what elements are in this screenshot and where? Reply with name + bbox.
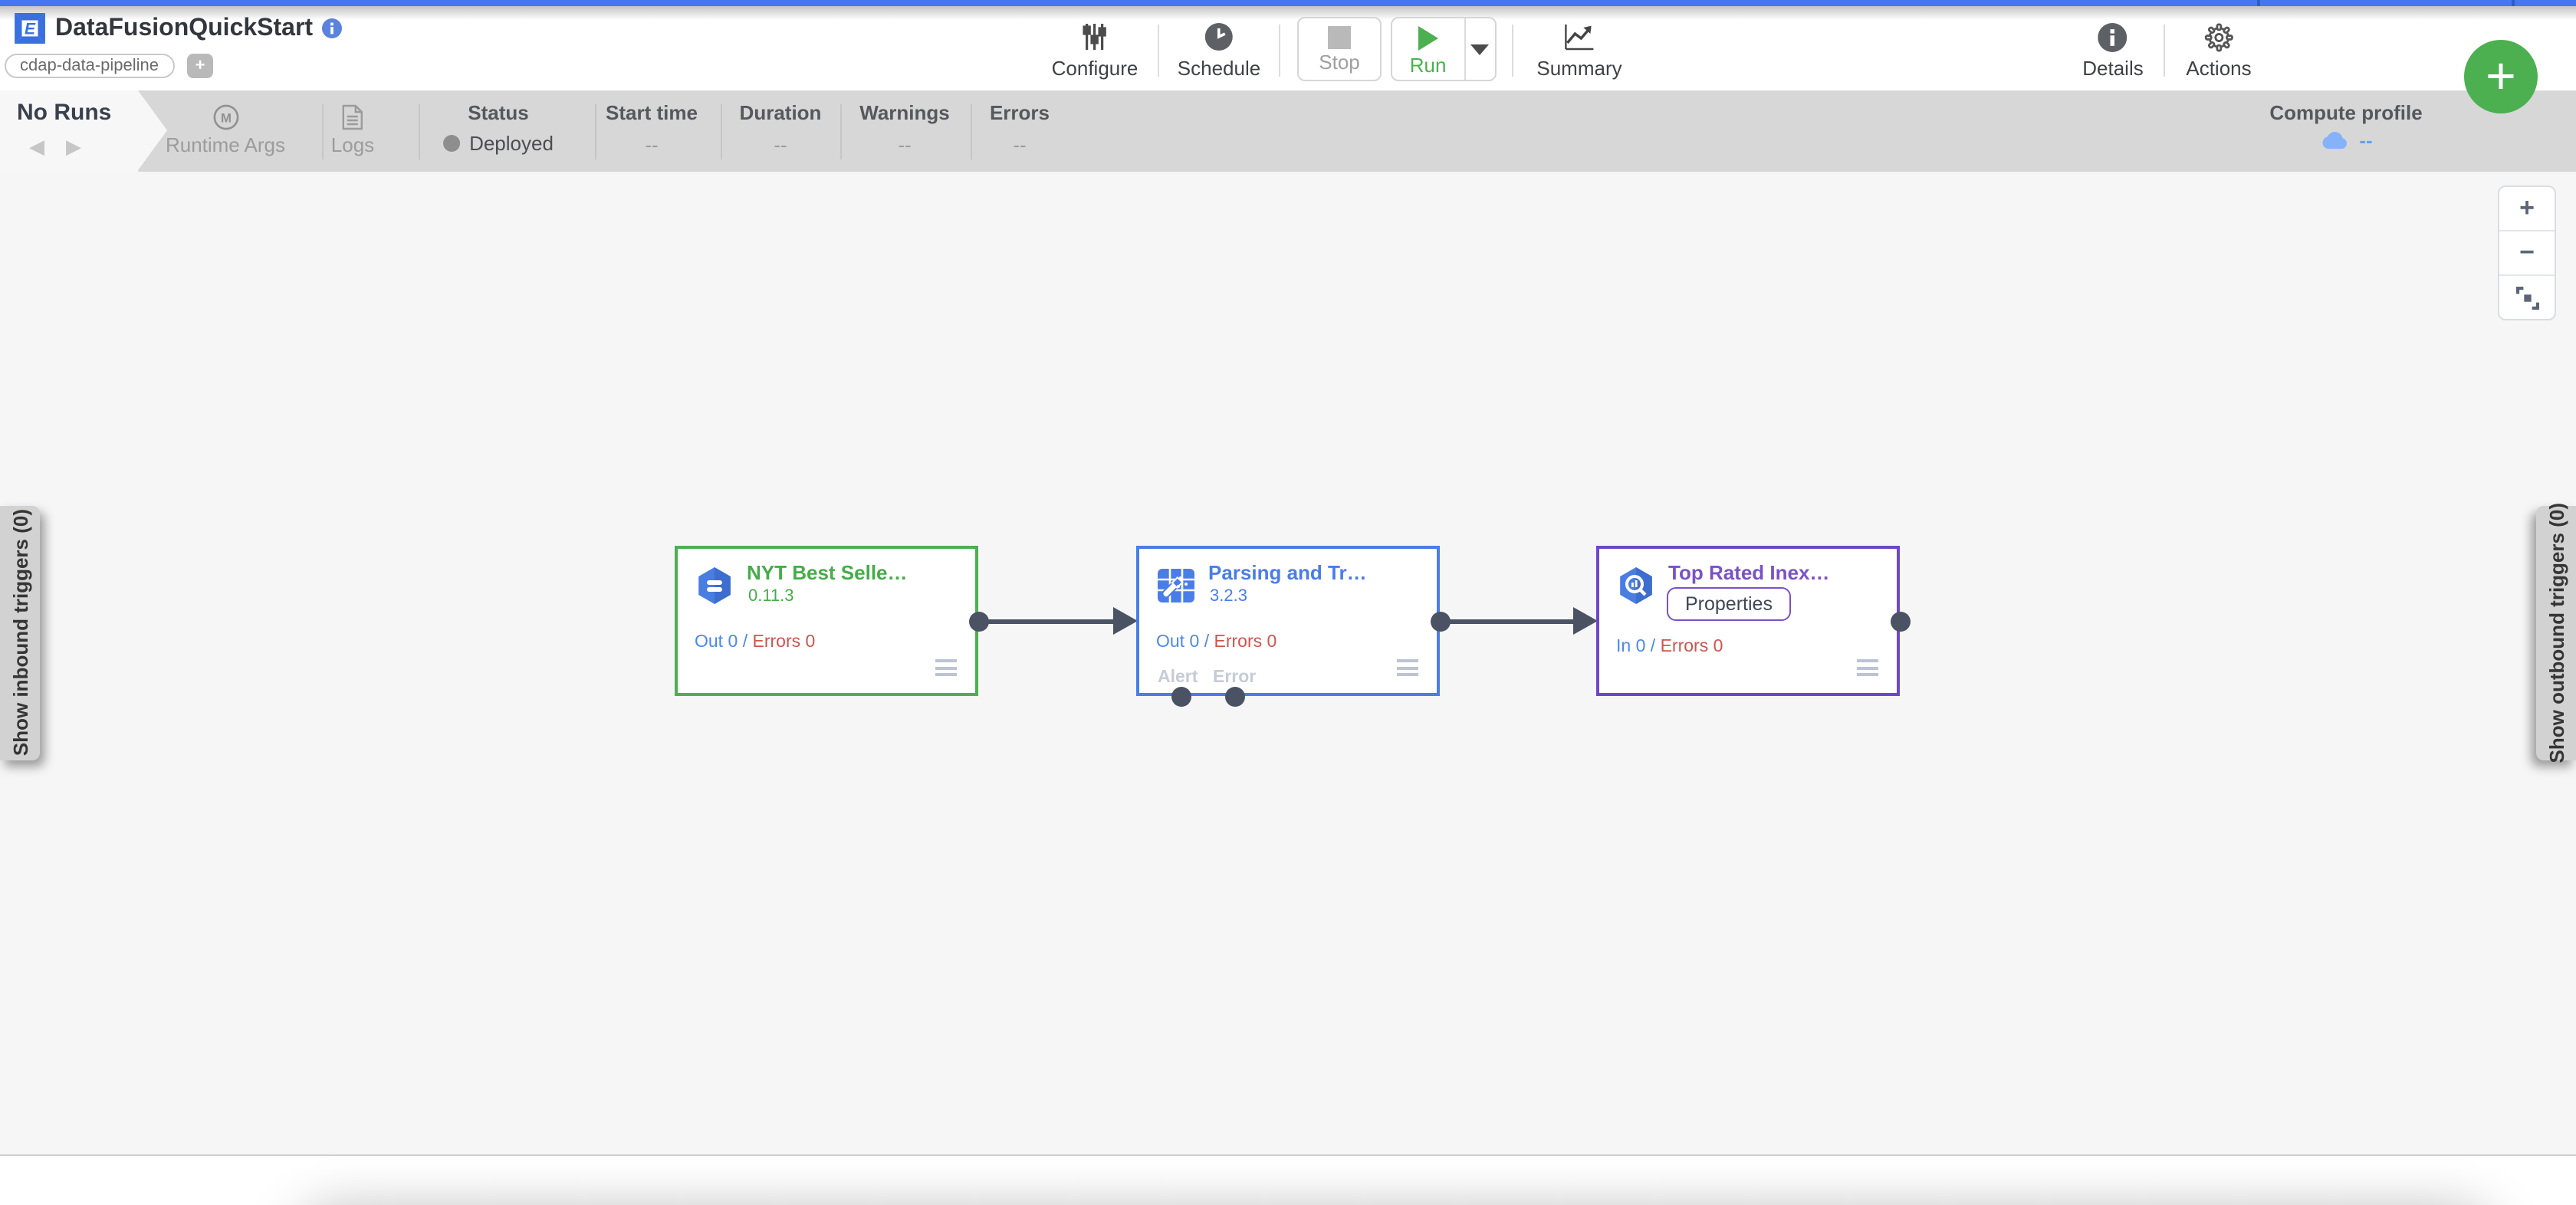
node-top-rated-sink[interactable]: Top Rated Inex… Properties In 0 / Errors…: [1596, 546, 1911, 696]
output-port[interactable]: [969, 611, 989, 631]
toolbar-divider: [1512, 25, 1513, 77]
connection-line: [1438, 619, 1573, 623]
prev-run-arrow[interactable]: ◀: [29, 135, 66, 158]
run-button[interactable]: Run: [1392, 18, 1464, 80]
schedule-button[interactable]: Schedule: [1178, 18, 1260, 80]
logs-button[interactable]: Logs: [331, 100, 374, 156]
runs-navigator: No Runs ◀▶: [0, 90, 167, 172]
inbound-triggers-tab[interactable]: Show inbound triggers (0): [0, 506, 40, 760]
properties-button[interactable]: Properties: [1667, 587, 1791, 621]
configure-button[interactable]: Configure: [1052, 18, 1138, 80]
macro-m-icon: M: [166, 100, 285, 133]
toolbar-divider: [1279, 25, 1280, 77]
runs-count-label: No Runs: [17, 100, 112, 126]
next-run-arrow[interactable]: ▶: [66, 135, 103, 158]
node-parsing-transform[interactable]: Parsing and Tr… 3.2.3 Out 0 / Errors 0 A…: [1136, 546, 1451, 707]
stop-button[interactable]: Stop: [1297, 17, 1382, 81]
actions-button[interactable]: Actions: [2186, 18, 2252, 80]
fit-screen-icon: [2515, 286, 2538, 309]
statusbar-divider: [595, 104, 596, 159]
add-plugin-fab-button[interactable]: +: [2464, 40, 2538, 113]
start-time-field: Start time --: [606, 101, 698, 156]
statusbar-divider: [721, 104, 722, 159]
node-menu-button[interactable]: [935, 655, 957, 676]
alert-port-label: Alert: [1158, 668, 1198, 687]
gear-icon: [2186, 18, 2251, 55]
wrangler-icon: [1156, 566, 1196, 606]
details-button[interactable]: Details: [2082, 18, 2144, 80]
statusbar-divider: [419, 104, 420, 159]
cdap-logo-icon: E: [15, 13, 45, 44]
node-nyt-best-sellers[interactable]: NYT Best Selle… 0.11.3 Out 0 / Errors 0: [675, 546, 989, 696]
clock-icon: [1178, 18, 1260, 55]
connection-arrow-icon: [1573, 606, 1598, 634]
compute-profile-field[interactable]: Compute profile --: [2269, 101, 2423, 152]
errors-field: Errors --: [989, 101, 1050, 156]
output-port[interactable]: [1431, 611, 1451, 631]
warnings-field: Warnings --: [859, 101, 950, 156]
top-accent-strip: [0, 0, 2576, 6]
summary-button[interactable]: Summary: [1536, 18, 1622, 80]
strip-divider: [2512, 0, 2515, 6]
errors-metric[interactable]: Errors 0: [1660, 638, 1723, 656]
play-icon: [1418, 26, 1438, 51]
bigquery-table-icon: [695, 566, 734, 606]
header-toolbar: E DataFusionQuickStart cdap-data-pipelin…: [0, 6, 2576, 90]
chart-trend-icon: [1536, 18, 1622, 55]
cloud-icon: [2321, 131, 2346, 149]
pipeline-type-badge: cdap-data-pipeline: [5, 54, 175, 78]
pipeline-title: DataFusionQuickStart: [55, 15, 314, 41]
runtime-args-button[interactable]: M Runtime Args: [166, 100, 285, 156]
duration-field: Duration --: [739, 101, 822, 156]
node-menu-button[interactable]: [1397, 655, 1418, 676]
status-field: Status Deployed: [443, 101, 554, 155]
status-dot-icon: [443, 135, 461, 152]
error-port-label: Error: [1213, 668, 1257, 687]
status-value: Deployed: [469, 132, 554, 155]
toolbar-divider: [1158, 25, 1159, 77]
run-button-group: Run: [1391, 17, 1497, 81]
zoom-out-button[interactable]: −: [2499, 230, 2555, 274]
output-port[interactable]: [1891, 611, 1911, 631]
zoom-in-button[interactable]: +: [2519, 193, 2535, 222]
statusbar-divider: [322, 104, 324, 159]
alert-port[interactable]: [1171, 687, 1191, 707]
svg-text:E: E: [25, 20, 36, 38]
node-menu-button[interactable]: [1857, 655, 1878, 676]
connection-arrow-icon: [1113, 606, 1138, 634]
in-metric[interactable]: In 0: [1616, 638, 1646, 656]
outbound-triggers-tab[interactable]: Show outbound triggers (0): [2536, 503, 2576, 763]
out-metric[interactable]: Out 0: [695, 633, 738, 652]
document-icon: [331, 100, 374, 133]
toolbar-divider: [2164, 25, 2165, 77]
error-port[interactable]: [1225, 687, 1245, 707]
bottom-strip: [0, 1156, 2576, 1205]
run-dropdown-button[interactable]: [1464, 18, 1495, 80]
stop-icon: [1328, 26, 1351, 49]
canvas-zoom-controls: + −: [2498, 186, 2556, 320]
errors-metric[interactable]: Errors 0: [1214, 633, 1277, 652]
bigquery-search-icon: [1616, 566, 1656, 606]
out-metric[interactable]: Out 0: [1156, 633, 1200, 652]
fit-to-screen-button[interactable]: [2499, 274, 2555, 319]
sliders-icon: [1052, 18, 1138, 55]
info-filled-icon: [2082, 18, 2144, 55]
svg-text:M: M: [220, 110, 231, 125]
info-icon[interactable]: [322, 18, 343, 38]
strip-divider: [2257, 0, 2260, 6]
errors-metric[interactable]: Errors 0: [752, 633, 816, 652]
add-tag-button[interactable]: +: [187, 54, 213, 78]
chevron-down-icon: [1470, 44, 1490, 54]
statusbar-divider: [971, 104, 972, 159]
connection-line: [978, 619, 1116, 623]
runs-status-bar: No Runs ◀▶ M Runtime Args: [0, 90, 2576, 172]
statusbar-divider: [840, 104, 842, 159]
